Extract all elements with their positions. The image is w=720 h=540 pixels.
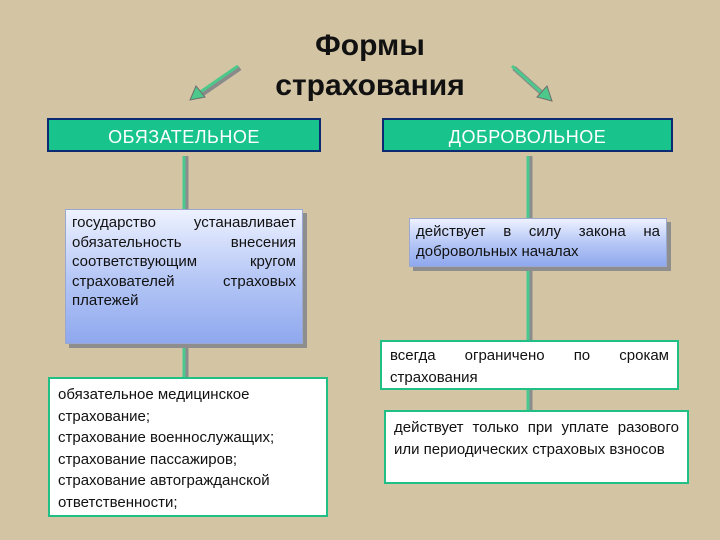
voluntary-feature-payment-text: действует только при уплате разового или… (394, 419, 679, 458)
voluntary-feature-term-box: всегда ограничено по срокам страхования (380, 340, 679, 390)
voluntary-definition-text: действует в силу закона на добровольных … (416, 223, 660, 260)
example-line: страхование пассажиров; (58, 450, 238, 468)
diagram-title: Формы страхования (230, 26, 510, 106)
example-line: страхование автогражданской (58, 472, 270, 489)
voluntary-header: ДОБРОВОЛЬНОЕ (382, 118, 673, 152)
voluntary-feature-payment-box: действует только при уплате разового или… (384, 410, 689, 484)
mandatory-definition-text: государство устанавливает обязательность… (72, 214, 296, 309)
example-line: ответственности; (58, 493, 178, 511)
title-line-1: Формы (315, 29, 425, 62)
voluntary-definition-box: действует в силу закона на добровольных … (409, 218, 667, 267)
example-line: обязательное медицинское (58, 386, 250, 403)
arrow-right-icon (510, 64, 553, 102)
mandatory-header: ОБЯЗАТЕЛЬНОЕ (47, 118, 321, 152)
example-line: страхование; (58, 407, 151, 425)
voluntary-feature-term-text: всегда ограничено по срокам страхования (390, 347, 669, 386)
mandatory-examples-box: обязательное медицинское страхование; ст… (48, 377, 328, 517)
example-line: страхование военнослужащих; (58, 429, 275, 446)
title-line-2: страхования (275, 69, 465, 102)
mandatory-definition-box: государство устанавливает обязательность… (65, 209, 303, 344)
arrow-left-icon (189, 64, 242, 101)
